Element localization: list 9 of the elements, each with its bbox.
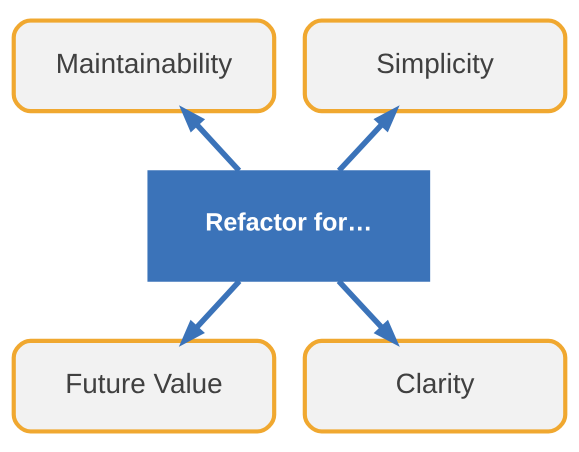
node-box: Simplicity bbox=[302, 18, 568, 114]
arrow bbox=[178, 279, 242, 347]
node-box: Future Value bbox=[12, 338, 276, 434]
arrow bbox=[336, 105, 400, 172]
arrow bbox=[178, 105, 242, 172]
node-box: Clarity bbox=[302, 338, 568, 434]
arrow bbox=[336, 279, 400, 347]
node-box: Maintainability bbox=[12, 18, 276, 114]
node-box: Refactor for… bbox=[147, 170, 430, 282]
